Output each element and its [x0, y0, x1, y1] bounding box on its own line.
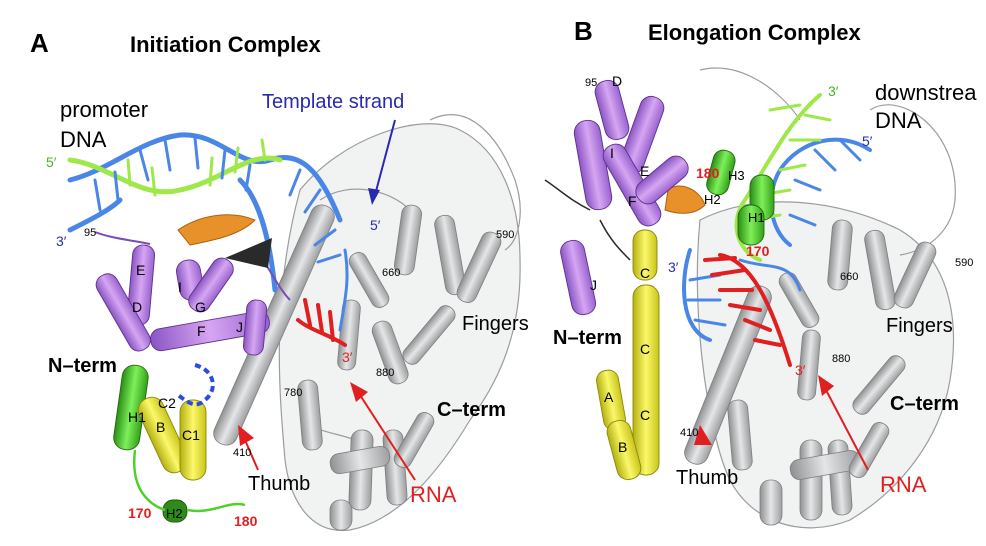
panel-a-promoter-dna: [67, 132, 349, 332]
panel-b-helix-a: A: [604, 389, 614, 405]
panel-a-res-410: 410: [233, 447, 251, 459]
panel-b-3prime-blue: 3′: [668, 259, 679, 275]
panel-a-res-95: 95: [84, 227, 96, 239]
panel-a-helix-h1: H1: [128, 409, 146, 425]
panel-b-helix-e: E: [640, 163, 649, 179]
panel-b-helix-h2: H2: [704, 192, 721, 207]
panel-a-rna: [296, 298, 347, 347]
panel-b-n-term-label: N–term: [553, 327, 622, 349]
panel-b-helix-c-low: C: [640, 407, 650, 423]
panel-b-letter: B: [574, 16, 593, 46]
panel-b-rna-arrow: [825, 389, 869, 471]
panel-a-promoter-label-1: promoter: [60, 97, 148, 122]
panel-b-grey-helices: [727, 219, 937, 526]
panel-a-helix-j: J: [236, 319, 243, 335]
panel-a-helix-i: I: [178, 279, 182, 295]
panel-a-dashed-loop: [176, 363, 215, 407]
panel-a-template-strand-label: Template strand: [262, 91, 404, 113]
panel-b-fingers-label: Fingers: [886, 315, 953, 337]
panel-b-helix-h1: H1: [748, 210, 765, 225]
panel-a-3prime-blue: 3′: [56, 233, 67, 249]
panel-a-helix-e: E: [136, 262, 145, 278]
panel-b-3prime-green: 3′: [828, 83, 839, 99]
panel-a-res-170: 170: [128, 505, 152, 521]
panel-b-orange-hairpin: [664, 185, 706, 214]
panel-a-dark-sheet: [225, 238, 272, 268]
panel-b-thumb-arrowhead: [694, 425, 712, 445]
panel-b-helix-b: B: [618, 439, 627, 455]
panel-a-letter: A: [30, 28, 49, 58]
panel-b-yellow-helices: [596, 229, 660, 481]
panel-a-thumb-arrowhead: [238, 425, 254, 446]
panel-b-helix-f: F: [628, 193, 637, 209]
panel-a-res-590: 590: [496, 229, 514, 241]
panel-a-promoter-label-2: DNA: [60, 127, 107, 152]
panel-a-green-loop: [132, 449, 246, 513]
panel-a-helix-h2-label: H2: [166, 506, 183, 521]
panel-a-helix-g: G: [195, 299, 206, 315]
panel-a-helix-c2: C2: [158, 395, 176, 411]
panel-b-res-880: 880: [832, 353, 850, 365]
panel-a-helix-h2: [162, 499, 188, 523]
panel-b-thumb-helix: [684, 285, 772, 465]
panel-a-helix-b: [137, 396, 189, 474]
panel-a-5prime-blue: 5′: [370, 217, 381, 233]
panel-b-helix-c-top: C: [640, 265, 650, 281]
panel-b-rna: [703, 253, 792, 367]
panel-b-rna-label: RNA: [880, 472, 927, 497]
panel-b-res-180: 180: [696, 165, 720, 181]
panel-a-helix-f: F: [197, 323, 206, 339]
panel-b-purple-helices: [560, 79, 689, 316]
panel-a-res-880: 880: [376, 367, 394, 379]
panel-b-rna-arrowhead: [818, 375, 834, 396]
panel-b-helix-h3: H3: [728, 168, 745, 183]
panel-a-3prime-red: 3′: [342, 349, 353, 365]
panel-b-downstream-label-1: downstrea: [875, 80, 977, 105]
panel-b-5prime-blue: 5′: [862, 133, 873, 149]
panel-b-res-590: 590: [955, 257, 973, 269]
panel-b-res-170: 170: [746, 243, 770, 259]
panel-a-orange-hairpin: [177, 214, 256, 246]
panel-b-3prime-red: 3′: [795, 362, 806, 378]
panel-b-helix-c-mid: C: [640, 341, 650, 357]
panel-b-green-helices: [706, 149, 775, 246]
panel-a-fingers-label: Fingers: [462, 313, 529, 335]
panel-a-rna-arrowhead: [350, 382, 368, 402]
panel-b-helix-i: I: [610, 145, 614, 161]
panel-b-downstream-label-2: DNA: [875, 108, 922, 133]
panel-b-title: Elongation Complex: [648, 20, 861, 45]
panel-a-c-term-label: C–term: [437, 399, 506, 421]
panel-a-template-arrow: [374, 119, 396, 196]
panel-b-c-term-label: C–term: [890, 393, 959, 415]
panel-b: B Elongation Complex downstrea DNA 3′ 5′…: [544, 16, 977, 529]
panel-a-helix-b-label: B: [156, 419, 165, 435]
panel-a-helix-d: D: [132, 299, 142, 315]
panel-b-thumb-label: Thumb: [676, 467, 738, 489]
panel-a-helix-c1-label: C1: [182, 427, 200, 443]
panel-b-helix-d: D: [612, 73, 622, 89]
panel-a-n-term-label: N–term: [48, 355, 117, 377]
panel-a-template-arrowhead: [368, 188, 380, 205]
panel-a-thumb-label: Thumb: [248, 473, 310, 495]
panel-a: A Initiation Complex promoter DNA Templa…: [30, 28, 529, 531]
panel-a-title: Initiation Complex: [130, 32, 321, 57]
panel-b-res-95: 95: [585, 77, 597, 89]
panel-b-res-660: 660: [840, 271, 858, 283]
panel-a-res-780: 780: [284, 387, 302, 399]
panel-b-helix-j: J: [590, 277, 597, 293]
panel-a-thumb-arrow: [244, 439, 259, 471]
panel-a-res-180: 180: [234, 513, 258, 529]
panel-a-helix-c1: [179, 399, 207, 481]
panel-a-grey-helices: [297, 204, 502, 531]
panel-a-rna-arrow: [359, 394, 416, 481]
panel-a-5prime-green: 5′: [46, 154, 57, 170]
panel-a-rna-label: RNA: [410, 482, 457, 507]
panel-a-purple-helices: [95, 244, 270, 356]
panel-a-res-660: 660: [382, 267, 400, 279]
panel-b-purple-loop: [544, 179, 631, 261]
panel-b-res-410: 410: [680, 427, 698, 439]
